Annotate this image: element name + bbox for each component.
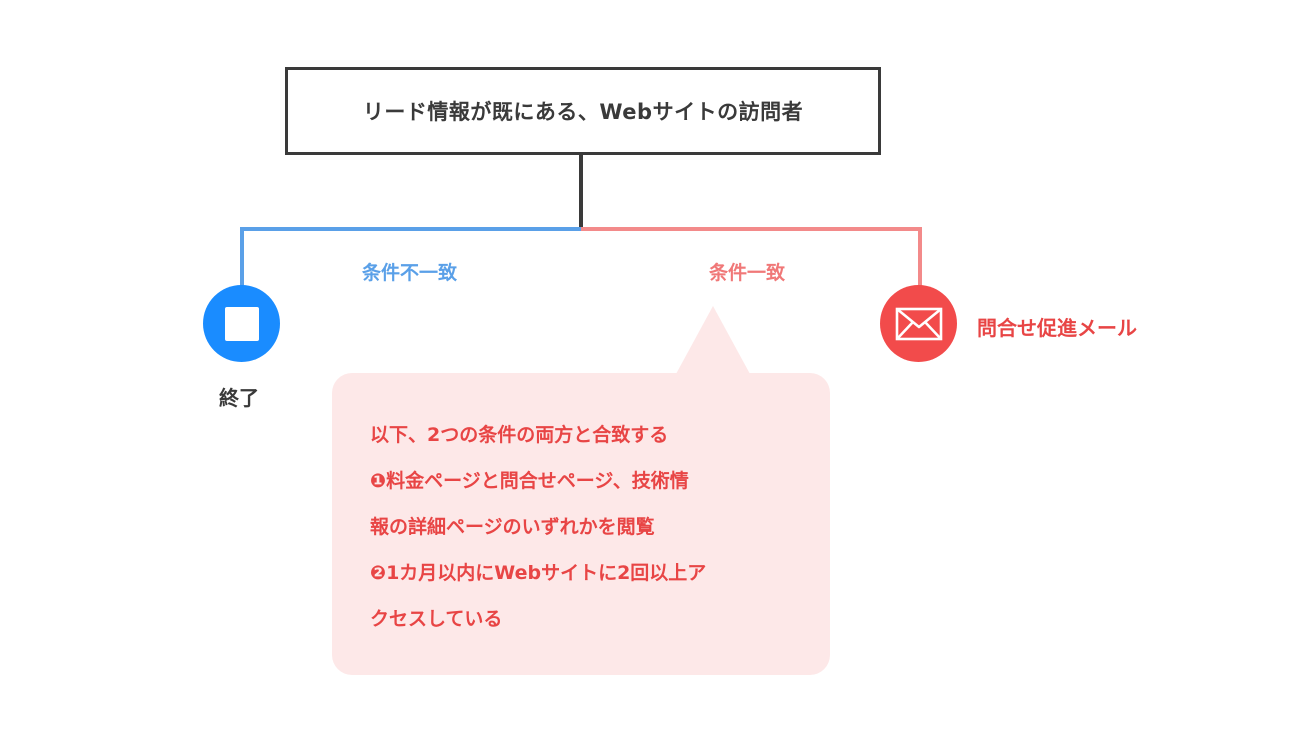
match-branch-vertical-line [918, 227, 922, 287]
root-node-box: リード情報が既にある、Webサイトの訪問者 [285, 67, 881, 155]
condition-line-2: ❶料金ページと問合せページ、技術情 [370, 470, 689, 492]
condition-line-4: ❷1カ月以内にWebサイトに2回以上ア [370, 562, 707, 584]
match-branch-label: 条件一致 [709, 262, 786, 284]
mail-node-label: 問合せ促進メール [977, 316, 1137, 340]
root-stem-line [579, 152, 583, 231]
condition-bubble [332, 373, 830, 675]
condition-line-3: 報の詳細ページのいずれかを閲覧 [370, 516, 655, 538]
root-node-label: リード情報が既にある、Webサイトの訪問者 [362, 100, 804, 124]
condition-line-5: クセスしている [370, 608, 503, 630]
end-node-circle [203, 285, 280, 362]
condition-bubble-text: 以下、2つの条件の両方と合致する ❶料金ページと問合せページ、技術情 報の詳細ペ… [370, 412, 810, 642]
match-branch-horizontal-line [581, 227, 922, 231]
condition-line-1: 以下、2つの条件の両方と合致する [370, 424, 669, 446]
end-node-label: 終了 [219, 386, 259, 410]
no-match-branch-vertical-line [240, 227, 244, 287]
no-match-branch-label: 条件不一致 [362, 262, 458, 284]
envelope-icon [895, 307, 942, 340]
stop-square-icon [224, 306, 259, 341]
mail-node-circle [880, 285, 957, 362]
condition-bubble-tail [676, 306, 750, 374]
no-match-branch-horizontal-line [240, 227, 581, 231]
